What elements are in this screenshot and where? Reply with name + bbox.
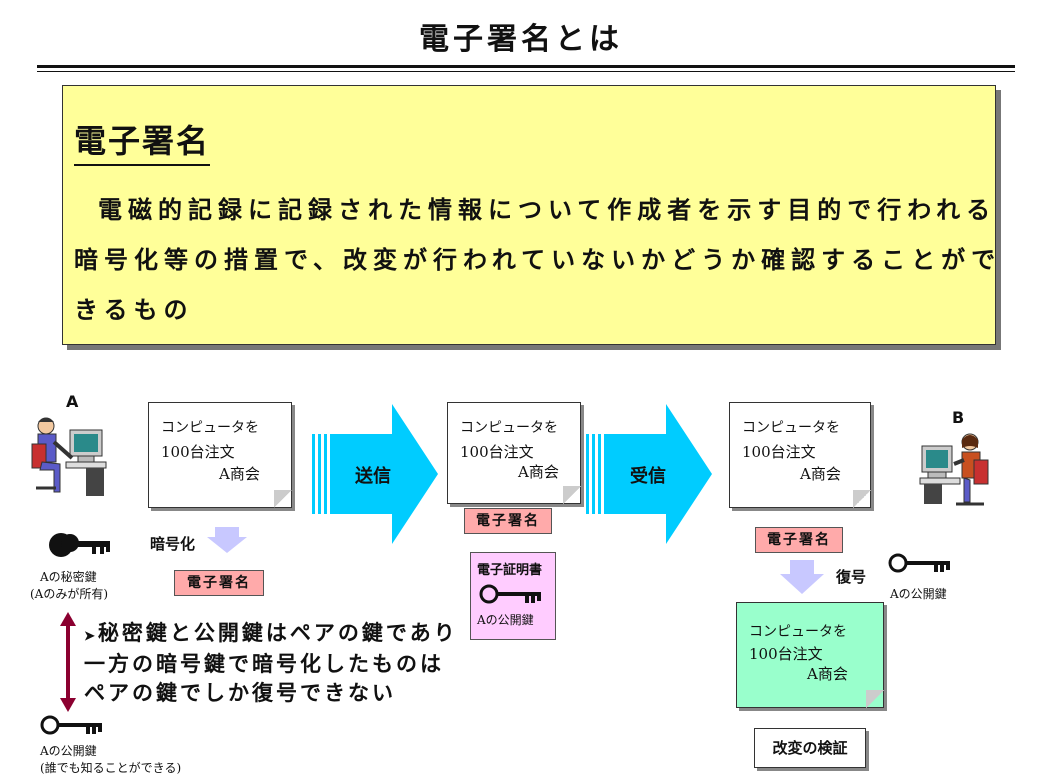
certificate-card: 電子証明書 Aの公開鍵 xyxy=(470,552,556,640)
definition-box xyxy=(62,85,996,345)
send-arrow xyxy=(312,404,438,544)
document-line-3: A商会 xyxy=(800,465,841,483)
private-key-icon xyxy=(49,533,110,557)
document-line-3: A商会 xyxy=(518,463,559,481)
document-line-3: A商会 xyxy=(219,465,260,483)
document-line-1: コンピュータを xyxy=(742,420,840,436)
decrypt-arrow xyxy=(780,560,824,594)
note-line-2: 一方の暗号鍵で暗号化したものは xyxy=(84,651,444,676)
definition-line-1: 電磁的記録に記録された情報について作成者を示す目的で行われる xyxy=(98,195,997,224)
encrypt-arrow xyxy=(207,527,247,553)
receive-label: 受信 xyxy=(630,466,666,487)
document-original: コンピュータを 100台注文 A商会 xyxy=(148,402,292,508)
verify-box: 改変の検証 xyxy=(754,728,866,768)
receiver-label: B xyxy=(952,408,965,427)
pair-double-arrow xyxy=(60,612,76,712)
document-line-1: コンピュータを xyxy=(161,420,259,436)
definition-heading: 電子署名 xyxy=(74,116,211,166)
encrypt-label: 暗号化 xyxy=(150,535,196,553)
send-label: 送信 xyxy=(355,466,391,487)
sender-label: A xyxy=(66,392,79,411)
document-verified: コンピュータを 100台注文 A商会 xyxy=(736,602,884,708)
definition-line-2: 暗号化等の措置で、改変が行われていないかどうか確認することがで xyxy=(74,245,1002,274)
title-rule xyxy=(37,65,1015,68)
document-sent: コンピュータを 100台注文 A商会 xyxy=(447,402,581,504)
document-line-2: 100台注文 xyxy=(161,443,235,461)
receive-arrow xyxy=(586,404,712,544)
signature-sent: 電子署名 xyxy=(464,508,552,534)
document-line-2: 100台注文 xyxy=(749,645,823,663)
signature-received: 電子署名 xyxy=(755,527,843,553)
document-line-1: コンピュータを xyxy=(749,624,847,640)
note-line-1: ➤秘密鍵と公開鍵はペアの鍵であり xyxy=(84,620,458,645)
private-key-note: (Aのみが所有) xyxy=(30,587,109,601)
public-key-label: Aの公開鍵 xyxy=(40,744,97,758)
private-key-label: Aの秘密鍵 xyxy=(40,570,97,584)
note-line-3: ペアの鍵でしか復号できない xyxy=(84,680,396,705)
certificate-title: 電子証明書 xyxy=(477,563,543,578)
document-line-2: 100台注文 xyxy=(460,443,534,461)
certificate-key-label: Aの公開鍵 xyxy=(477,613,534,627)
decrypt-label: 復号 xyxy=(836,568,867,586)
document-line-3: A商会 xyxy=(807,665,848,683)
public-key-note: (誰でも知ることができる) xyxy=(40,761,182,775)
public-key-icon xyxy=(40,715,102,735)
public-key-icon xyxy=(479,584,541,604)
definition-line-3: きるもの xyxy=(74,295,194,324)
document-line-2: 100台注文 xyxy=(742,443,816,461)
page-title: 電子署名とは xyxy=(419,22,623,57)
document-line-1: コンピュータを xyxy=(460,420,558,436)
title-rule-thin xyxy=(37,71,1015,72)
person-computer-icon xyxy=(31,417,107,496)
public-key-icon xyxy=(888,553,950,573)
receiver-public-key-label: Aの公開鍵 xyxy=(890,587,947,601)
person-computer-icon xyxy=(919,433,989,506)
document-received: コンピュータを 100台注文 A商会 xyxy=(729,402,871,508)
bullet-arrow-icon: ➤ xyxy=(84,629,98,644)
signature-encrypted: 電子署名 xyxy=(174,570,264,596)
